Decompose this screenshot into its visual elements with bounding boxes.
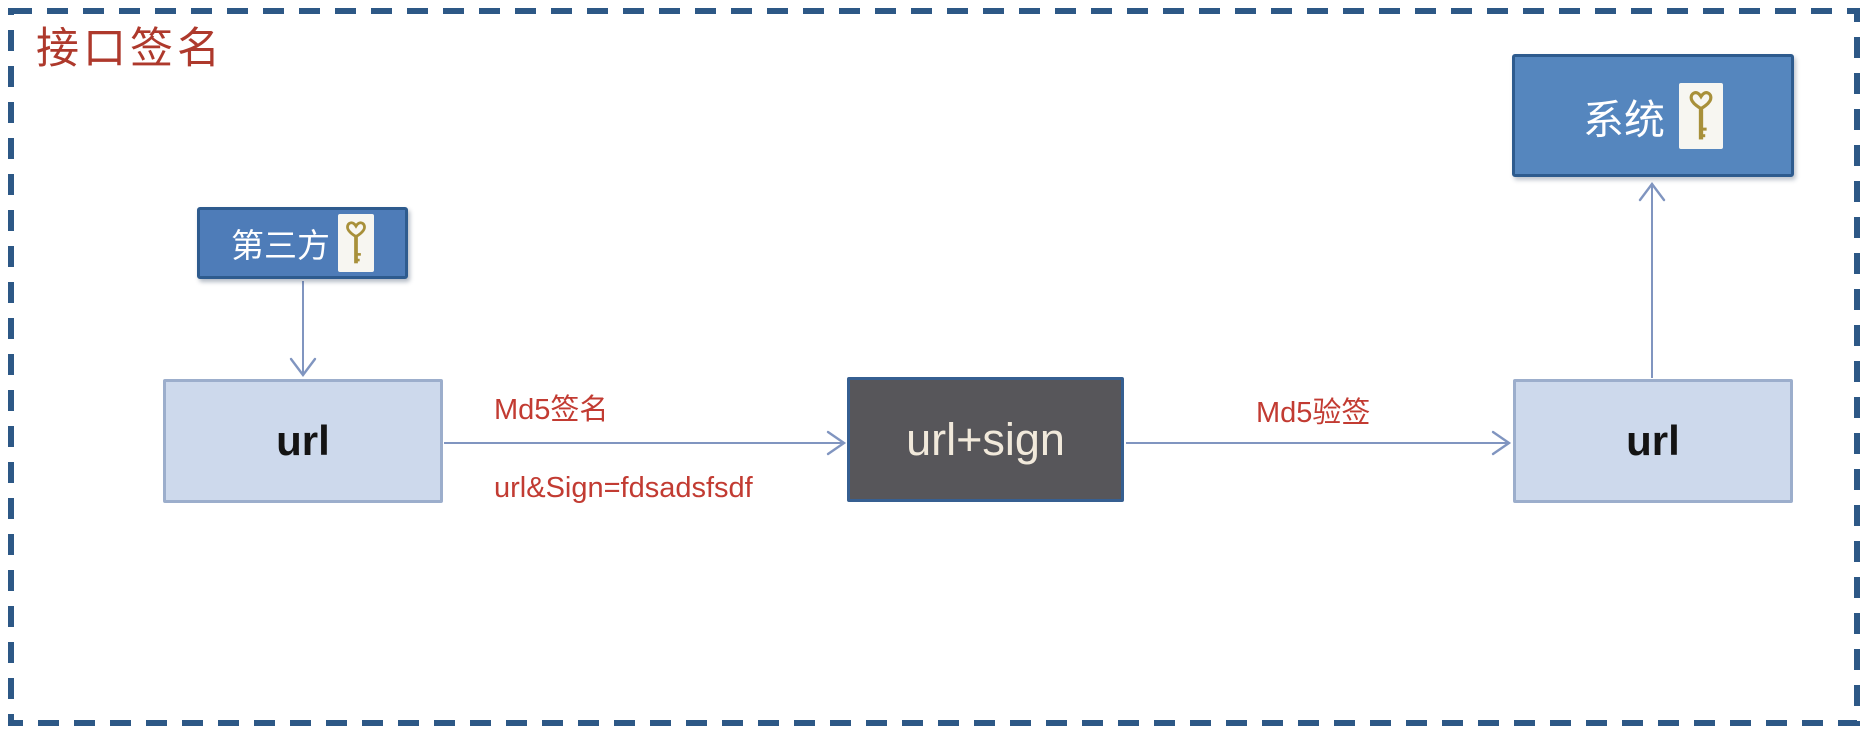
node-system-label: 系统 bbox=[1583, 96, 1665, 143]
key-icon bbox=[338, 214, 374, 272]
node-third-party: 第三方 bbox=[197, 207, 408, 279]
edge-label-md5-sign: Md5签名 bbox=[494, 394, 609, 426]
node-url-left: url bbox=[163, 379, 443, 503]
edge-label-sign-string: url&Sign=fdsadsfsdf bbox=[494, 472, 753, 504]
arrow-url-to-urlsign bbox=[444, 430, 847, 456]
node-url-right: url bbox=[1513, 379, 1793, 503]
node-url-left-label: url bbox=[276, 417, 330, 464]
arrow-urlsign-to-url bbox=[1126, 430, 1512, 456]
node-url-sign: url+sign bbox=[847, 377, 1124, 502]
edge-label-md5-verify: Md5验签 bbox=[1256, 397, 1371, 429]
node-url-sign-label: url+sign bbox=[906, 413, 1065, 465]
node-third-party-label: 第三方 bbox=[231, 227, 330, 264]
key-icon bbox=[1679, 82, 1723, 149]
arrow-third-party-to-url bbox=[289, 281, 317, 377]
arrow-url-to-system bbox=[1638, 182, 1666, 378]
node-url-right-label: url bbox=[1626, 417, 1680, 464]
node-system: 系统 bbox=[1512, 54, 1794, 177]
diagram-title: 接口签名 bbox=[36, 24, 224, 74]
